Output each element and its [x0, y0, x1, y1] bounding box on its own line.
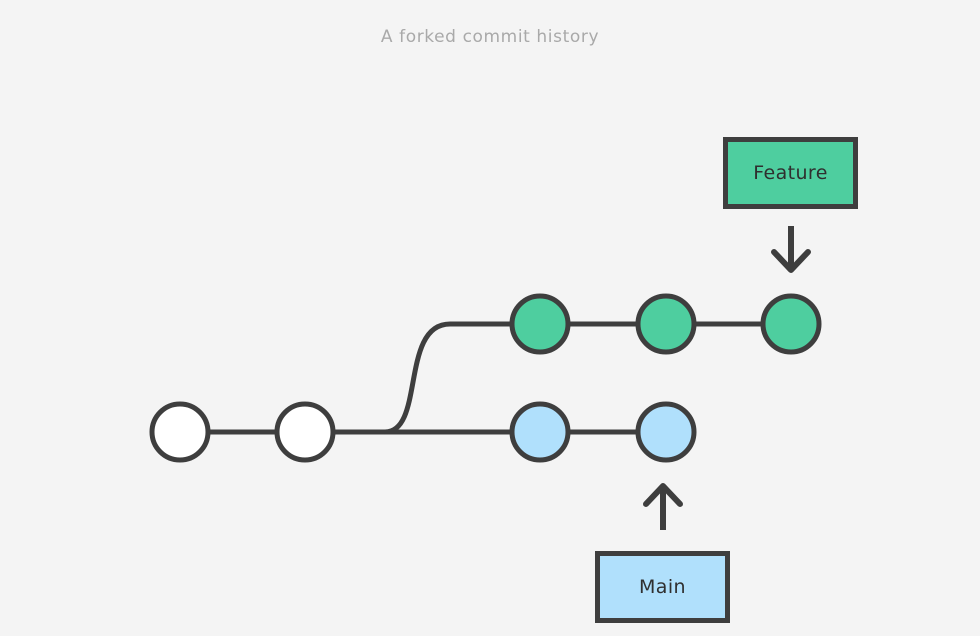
arrow-down-icon: [771, 226, 811, 273]
branch-label-main[interactable]: Main: [595, 551, 730, 623]
commit-node-main-2[interactable]: [635, 401, 697, 463]
fork-curve: [382, 321, 543, 435]
commit-node-feature-1[interactable]: [509, 293, 571, 355]
commit-node-feature-2[interactable]: [635, 293, 697, 355]
commit-node-base-1[interactable]: [149, 401, 211, 463]
commit-nodes: [149, 293, 822, 463]
commit-node-main-1[interactable]: [509, 401, 571, 463]
arrow-up-icon: [643, 483, 683, 530]
branch-lines: [180, 321, 791, 435]
branch-label-main-text: Main: [639, 576, 686, 598]
commit-node-base-2[interactable]: [274, 401, 336, 463]
commit-node-feature-3[interactable]: [760, 293, 822, 355]
branch-label-feature[interactable]: Feature: [723, 137, 858, 209]
page-title: A forked commit history: [380, 27, 600, 47]
branch-label-feature-text: Feature: [753, 162, 828, 184]
